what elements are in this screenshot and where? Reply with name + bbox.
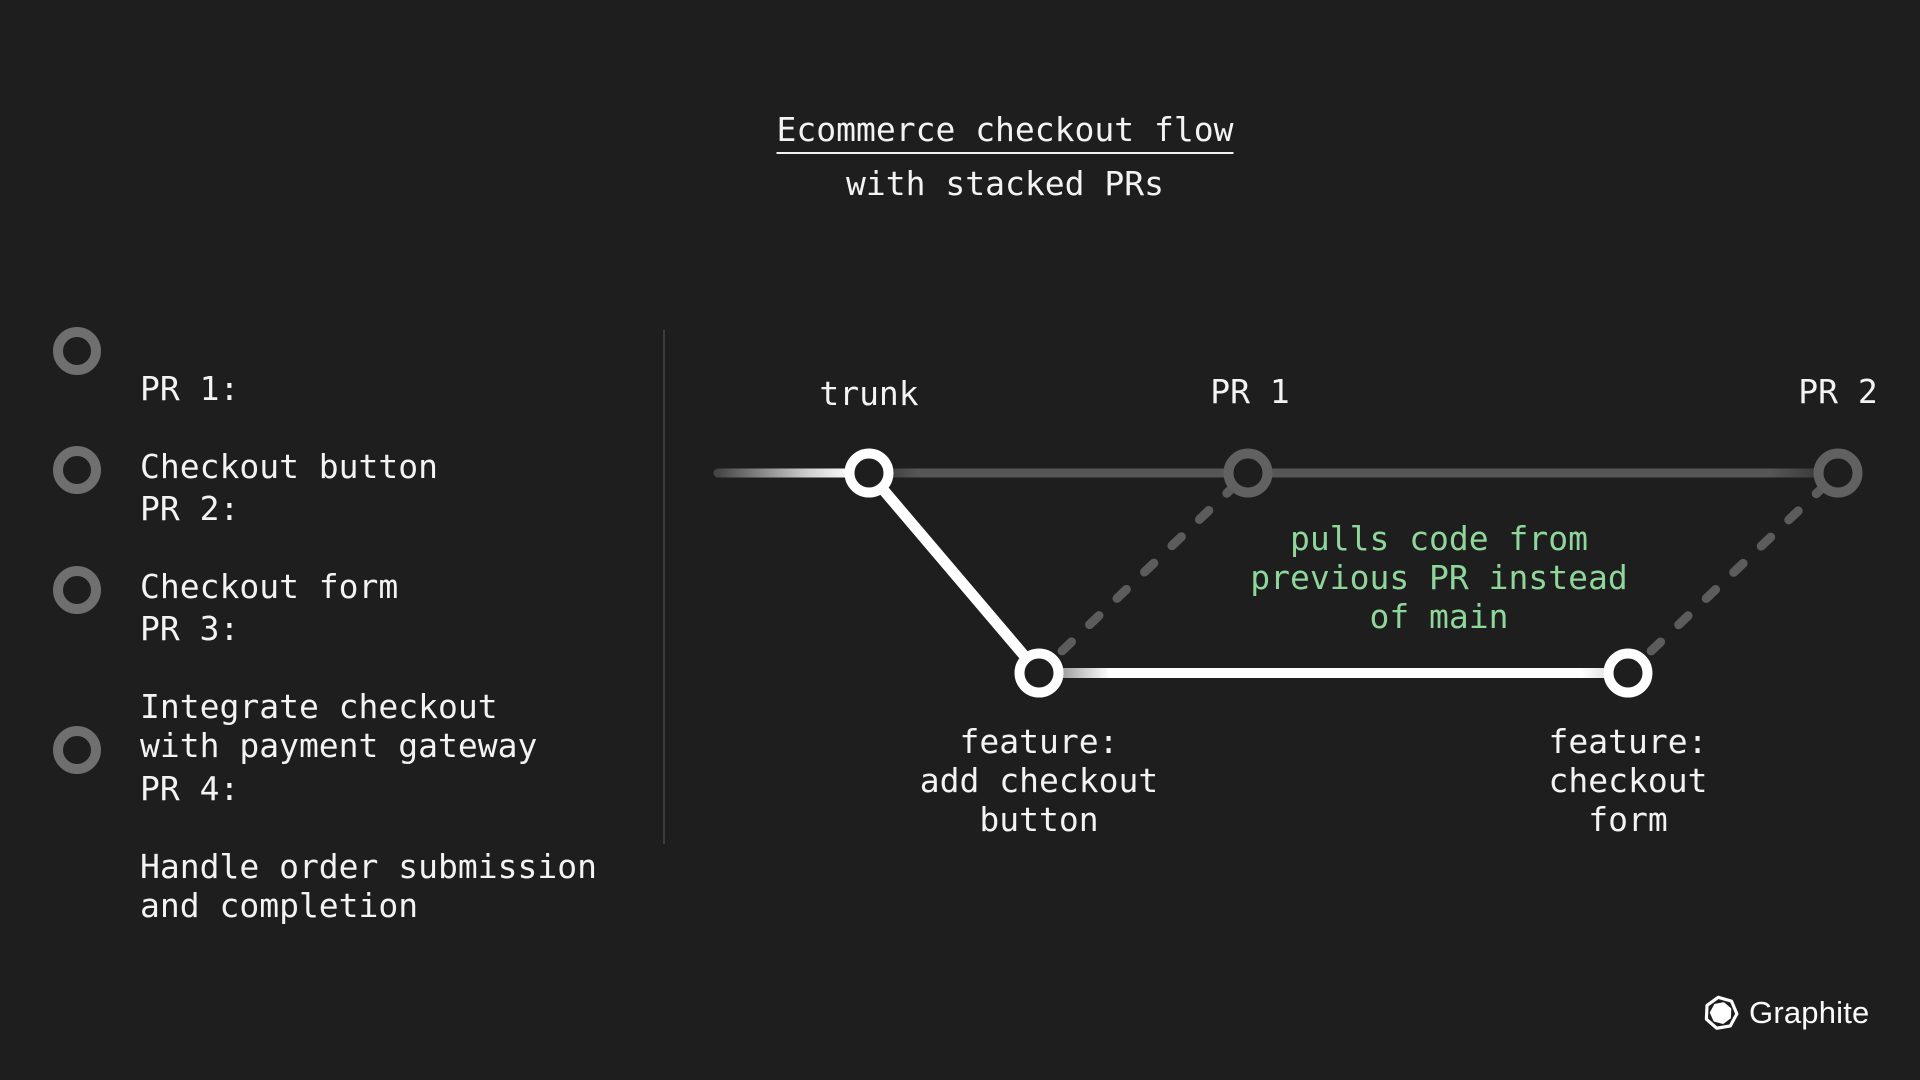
pr-status-ring-icon bbox=[53, 446, 101, 494]
feature-branch-2-label: feature: checkout form bbox=[1548, 722, 1708, 839]
trunk-label: trunk bbox=[819, 374, 919, 413]
feature2-commit-node-icon bbox=[1603, 648, 1653, 698]
feature1-commit-node-icon bbox=[1014, 648, 1064, 698]
dashed-merge-line-pr1 bbox=[1034, 468, 1253, 678]
pr1-label: PR 1 bbox=[1210, 372, 1290, 411]
page-title: Ecommerce checkout flow bbox=[776, 110, 1234, 149]
stacking-annotation: pulls code from previous PR instead of m… bbox=[1250, 519, 1628, 636]
pr-item-label: PR 1: bbox=[140, 369, 240, 408]
page-subtitle: with stacked PRs bbox=[846, 164, 1164, 203]
pr-item-label: PR 3: bbox=[140, 609, 240, 648]
pr-item-description: Handle order submission and completion bbox=[140, 847, 597, 925]
pr-item-label: PR 2: bbox=[140, 489, 240, 528]
pr-status-ring-icon bbox=[53, 726, 101, 774]
pr-item-description: Checkout button bbox=[140, 447, 439, 486]
pr2-commit-node-icon bbox=[1813, 448, 1863, 498]
pr-status-ring-icon bbox=[53, 327, 101, 375]
pr2-label: PR 2 bbox=[1798, 372, 1878, 411]
pr-item-description: Checkout form bbox=[140, 567, 399, 606]
branch-down-line bbox=[863, 467, 1045, 679]
vertical-divider bbox=[663, 330, 665, 844]
pr-status-ring-icon bbox=[53, 566, 101, 614]
brand-name: Graphite bbox=[1749, 995, 1870, 1030]
pr1-commit-node-icon bbox=[1223, 448, 1273, 498]
feature-branch-1-label: feature: add checkout button bbox=[919, 722, 1159, 839]
pr-item-label: PR 4: bbox=[140, 769, 240, 808]
trunk-commit-node-icon bbox=[844, 448, 894, 498]
pr-list-item: PR 4: Handle order submission and comple… bbox=[140, 730, 597, 964]
pr-list-item: PR 1: Checkout button bbox=[140, 330, 438, 525]
pr-list-item: PR 3: Integrate checkout with payment ga… bbox=[140, 570, 537, 804]
graphite-logo-icon bbox=[1704, 995, 1739, 1030]
pr-list-item: PR 2: Checkout form bbox=[140, 450, 398, 645]
dashed-merge-line-pr2 bbox=[1623, 468, 1843, 678]
brand-footer: Graphite bbox=[1703, 995, 1870, 1031]
pr-item-description: Integrate checkout with payment gateway bbox=[140, 687, 538, 765]
